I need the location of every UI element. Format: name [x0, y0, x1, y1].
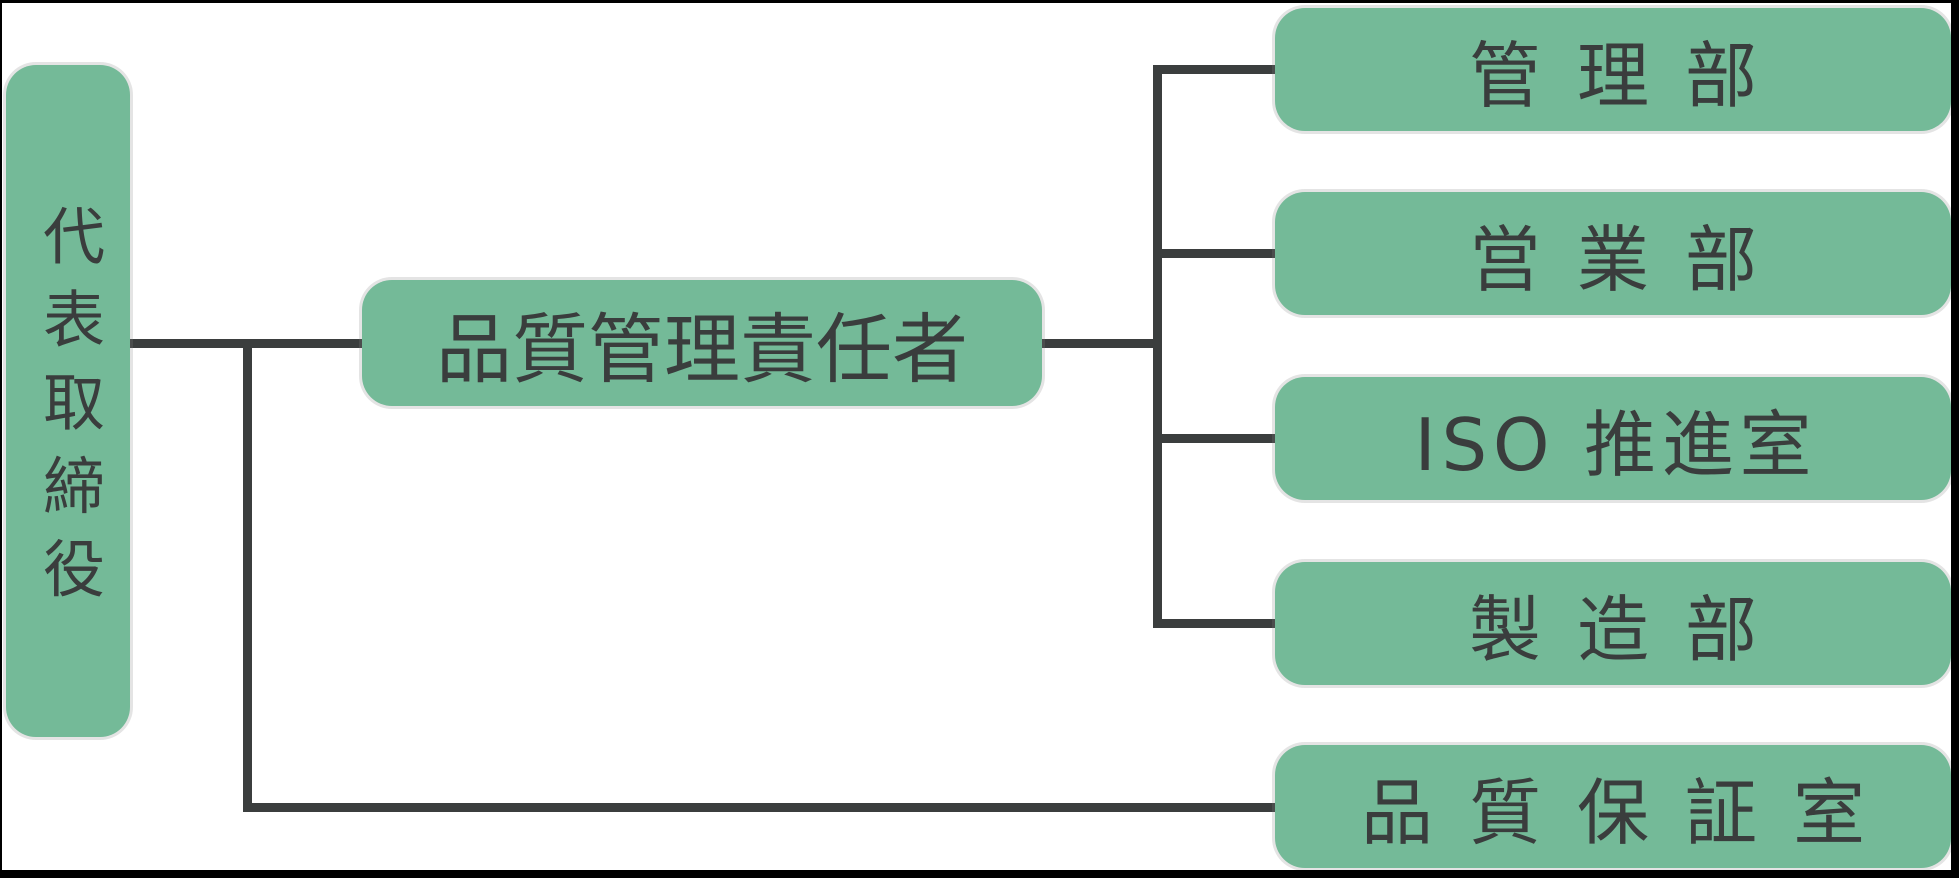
connector-branch-admin — [1157, 65, 1277, 74]
org-node-manufacturing-department: 製造部 — [1275, 562, 1951, 685]
org-node-quality-control-manager: 品質管理責任者 — [362, 280, 1042, 406]
connector-to-quality-assurance — [243, 803, 1277, 812]
connector-branch-manufacturing — [1157, 619, 1277, 628]
connector-ceo-vertical-drop — [243, 339, 252, 812]
org-node-sales-department: 営業部 — [1275, 192, 1951, 315]
connector-qmr-to-trunk — [1038, 339, 1160, 348]
connector-branch-iso — [1157, 434, 1277, 443]
org-node-quality-assurance-office: 品質保証室 — [1275, 745, 1951, 868]
org-node-admin-department: 管理部 — [1275, 8, 1951, 131]
org-node-representative-director: 代表取締役 — [6, 65, 130, 737]
connector-branch-sales — [1157, 249, 1277, 258]
connector-trunk-vertical — [1153, 65, 1162, 628]
org-node-iso-promotion-office: ISO 推進室 — [1275, 377, 1951, 500]
